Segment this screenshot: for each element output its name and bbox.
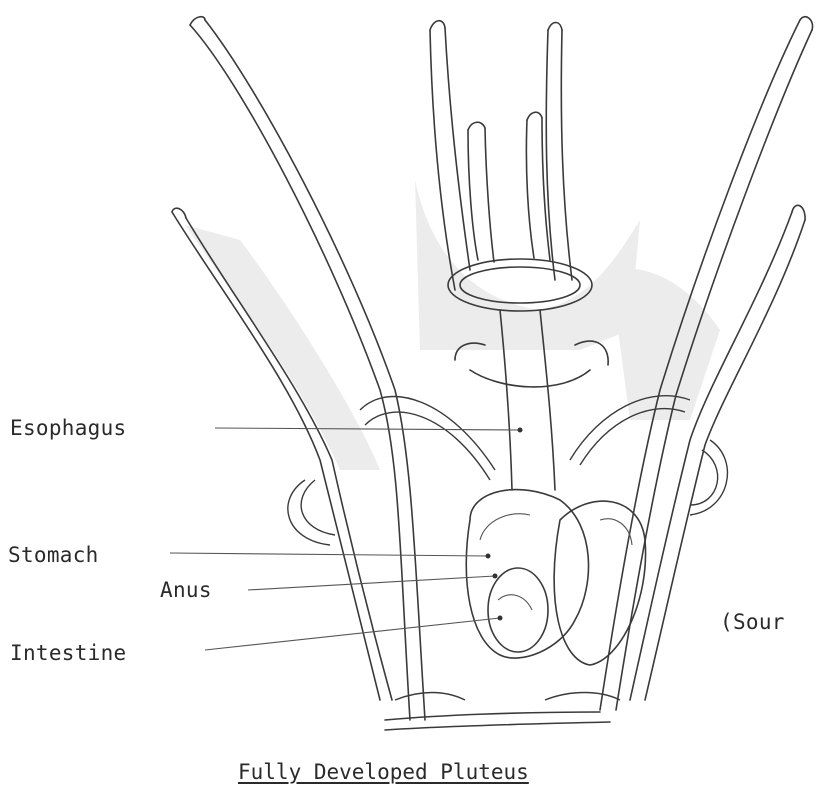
source-note-fragment: (Sour bbox=[720, 612, 785, 633]
anus-pointer-tip bbox=[493, 574, 498, 579]
stomach-label: Stomach bbox=[8, 545, 99, 566]
intestine-label: Intestine bbox=[10, 643, 127, 664]
esophagus-pointer-line bbox=[215, 428, 520, 430]
anus-pointer-line bbox=[248, 576, 495, 590]
esophagus-pointer-tip bbox=[518, 428, 523, 433]
anus-label: Anus bbox=[160, 580, 212, 601]
intestine-pointer-tip bbox=[498, 616, 503, 621]
esophagus-label: Esophagus bbox=[10, 418, 127, 439]
stomach bbox=[466, 490, 588, 658]
intestine-pointer-line bbox=[205, 618, 500, 650]
larval-base bbox=[385, 693, 620, 731]
stomach-pointer-tip bbox=[486, 554, 491, 559]
intestine-pouch bbox=[488, 568, 548, 652]
right-membrane-shading bbox=[610, 268, 720, 420]
figure-caption: Fully Developed Pluteus bbox=[238, 762, 529, 783]
stomach-pointer-line bbox=[170, 553, 488, 556]
central-arms bbox=[430, 21, 572, 290]
